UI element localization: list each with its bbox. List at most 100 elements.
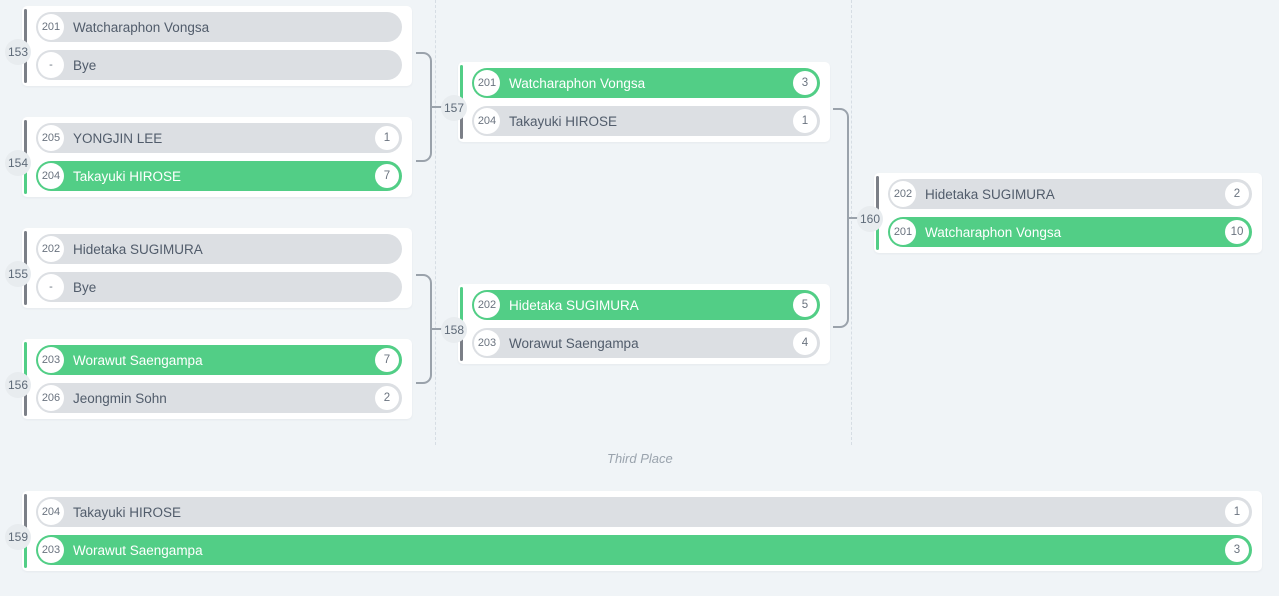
player-name: Watcharaphon Vongsa bbox=[509, 75, 646, 91]
match-slot[interactable]: 205 YONGJIN LEE 1 bbox=[24, 120, 402, 156]
player-score: 1 bbox=[375, 126, 399, 150]
match-card-158[interactable]: 202 Hidetaka SUGIMURA 5 203 Worawut Saen… bbox=[458, 284, 830, 364]
player-name: Watcharaphon Vongsa bbox=[925, 224, 1062, 240]
slot-accent-bar bbox=[460, 103, 463, 139]
connector-stub-160 bbox=[849, 217, 859, 219]
match-slot[interactable]: 204 Takayuki HIROSE 1 bbox=[24, 494, 1252, 530]
player-score: 7 bbox=[375, 164, 399, 188]
match-number-badge: 154 bbox=[5, 150, 31, 176]
player-number: 202 bbox=[890, 181, 916, 207]
player-score: 3 bbox=[1225, 538, 1249, 562]
player-score bbox=[375, 275, 399, 299]
connector-stub-158 bbox=[432, 328, 442, 330]
round-divider-2 bbox=[851, 0, 852, 445]
player-score bbox=[375, 15, 399, 39]
player-score: 7 bbox=[375, 348, 399, 372]
match-slot[interactable]: - Bye bbox=[24, 269, 402, 305]
player-name: Takayuki HIROSE bbox=[509, 113, 618, 129]
player-name: Hidetaka SUGIMURA bbox=[73, 241, 203, 257]
slot-accent-bar bbox=[24, 231, 27, 267]
player-number: 203 bbox=[38, 347, 64, 373]
slot-accent-bar bbox=[24, 342, 27, 378]
slot-accent-bar bbox=[24, 158, 27, 194]
player-number: 201 bbox=[38, 14, 64, 40]
slot-accent-bar bbox=[24, 269, 27, 305]
match-slot[interactable]: 201 Watcharaphon Vongsa 3 bbox=[460, 65, 820, 101]
match-slot[interactable]: 201 Watcharaphon Vongsa bbox=[24, 9, 402, 45]
match-card-159-third-place[interactable]: 204 Takayuki HIROSE 1 203 Worawut Saenga… bbox=[22, 491, 1262, 571]
match-slot[interactable]: 202 Hidetaka SUGIMURA 5 bbox=[460, 287, 820, 323]
match-card-155[interactable]: 202 Hidetaka SUGIMURA - Bye bbox=[22, 228, 412, 308]
match-slot[interactable]: 202 Hidetaka SUGIMURA bbox=[24, 231, 402, 267]
match-number-badge: 156 bbox=[5, 372, 31, 398]
player-name: Worawut Saengampa bbox=[73, 352, 203, 368]
match-number-badge: 159 bbox=[5, 524, 31, 550]
slot-accent-bar bbox=[460, 287, 463, 323]
connector-153-154-to-157 bbox=[416, 52, 432, 162]
match-slot[interactable]: 201 Watcharaphon Vongsa 10 bbox=[876, 214, 1252, 250]
player-name: Bye bbox=[73, 279, 97, 295]
match-slot[interactable]: 203 Worawut Saengampa 3 bbox=[24, 532, 1252, 568]
match-slot[interactable]: 203 Worawut Saengampa 4 bbox=[460, 325, 820, 361]
slot-accent-bar bbox=[460, 65, 463, 101]
slot-accent-bar bbox=[24, 120, 27, 156]
connector-stub-157 bbox=[432, 106, 442, 108]
player-score: 5 bbox=[793, 293, 817, 317]
match-number-badge: 155 bbox=[5, 261, 31, 287]
player-name: Worawut Saengampa bbox=[509, 335, 639, 351]
player-score: 1 bbox=[793, 109, 817, 133]
slot-accent-bar bbox=[24, 532, 27, 568]
player-number: 202 bbox=[38, 236, 64, 262]
match-card-153[interactable]: 201 Watcharaphon Vongsa - Bye bbox=[22, 6, 412, 86]
player-name: Bye bbox=[73, 57, 97, 73]
slot-accent-bar bbox=[24, 47, 27, 83]
slot-accent-bar bbox=[876, 176, 879, 212]
player-number: 204 bbox=[474, 108, 500, 134]
player-score: 10 bbox=[1225, 220, 1249, 244]
match-number-badge: 160 bbox=[857, 206, 883, 232]
player-score: 2 bbox=[1225, 182, 1249, 206]
player-number: - bbox=[38, 274, 64, 300]
match-card-157[interactable]: 201 Watcharaphon Vongsa 3 204 Takayuki H… bbox=[458, 62, 830, 142]
player-name: Hidetaka SUGIMURA bbox=[509, 297, 639, 313]
player-number: 201 bbox=[890, 219, 916, 245]
player-number: 206 bbox=[38, 385, 64, 411]
match-card-156[interactable]: 203 Worawut Saengampa 7 206 Jeongmin Soh… bbox=[22, 339, 412, 419]
player-number: 205 bbox=[38, 125, 64, 151]
player-number: 203 bbox=[474, 330, 500, 356]
player-number: 203 bbox=[38, 537, 64, 563]
slot-accent-bar bbox=[24, 380, 27, 416]
third-place-label: Third Place bbox=[607, 451, 673, 466]
player-number: 201 bbox=[474, 70, 500, 96]
player-score bbox=[375, 53, 399, 77]
player-score: 1 bbox=[1225, 500, 1249, 524]
match-slot[interactable]: - Bye bbox=[24, 47, 402, 83]
match-slot[interactable]: 204 Takayuki HIROSE 1 bbox=[460, 103, 820, 139]
player-number: 204 bbox=[38, 499, 64, 525]
player-number: 204 bbox=[38, 163, 64, 189]
slot-accent-bar bbox=[460, 325, 463, 361]
connector-157-158-to-160 bbox=[833, 108, 849, 328]
match-number-badge: 153 bbox=[5, 39, 31, 65]
player-number: - bbox=[38, 52, 64, 78]
player-name: Takayuki HIROSE bbox=[73, 504, 182, 520]
match-slot[interactable]: 203 Worawut Saengampa 7 bbox=[24, 342, 402, 378]
slot-accent-bar bbox=[876, 214, 879, 250]
player-score: 2 bbox=[375, 386, 399, 410]
match-card-160[interactable]: 202 Hidetaka SUGIMURA 2 201 Watcharaphon… bbox=[874, 173, 1262, 253]
round-divider-1 bbox=[435, 0, 436, 445]
player-name: Hidetaka SUGIMURA bbox=[925, 186, 1055, 202]
player-score bbox=[375, 237, 399, 261]
slot-accent-bar bbox=[24, 494, 27, 530]
match-slot[interactable]: 204 Takayuki HIROSE 7 bbox=[24, 158, 402, 194]
match-card-154[interactable]: 205 YONGJIN LEE 1 204 Takayuki HIROSE 7 bbox=[22, 117, 412, 197]
connector-155-156-to-158 bbox=[416, 274, 432, 384]
player-score: 4 bbox=[793, 331, 817, 355]
match-slot[interactable]: 202 Hidetaka SUGIMURA 2 bbox=[876, 176, 1252, 212]
player-number: 202 bbox=[474, 292, 500, 318]
match-number-badge: 158 bbox=[441, 317, 467, 343]
match-slot[interactable]: 206 Jeongmin Sohn 2 bbox=[24, 380, 402, 416]
player-name: YONGJIN LEE bbox=[73, 130, 163, 146]
slot-accent-bar bbox=[24, 9, 27, 45]
